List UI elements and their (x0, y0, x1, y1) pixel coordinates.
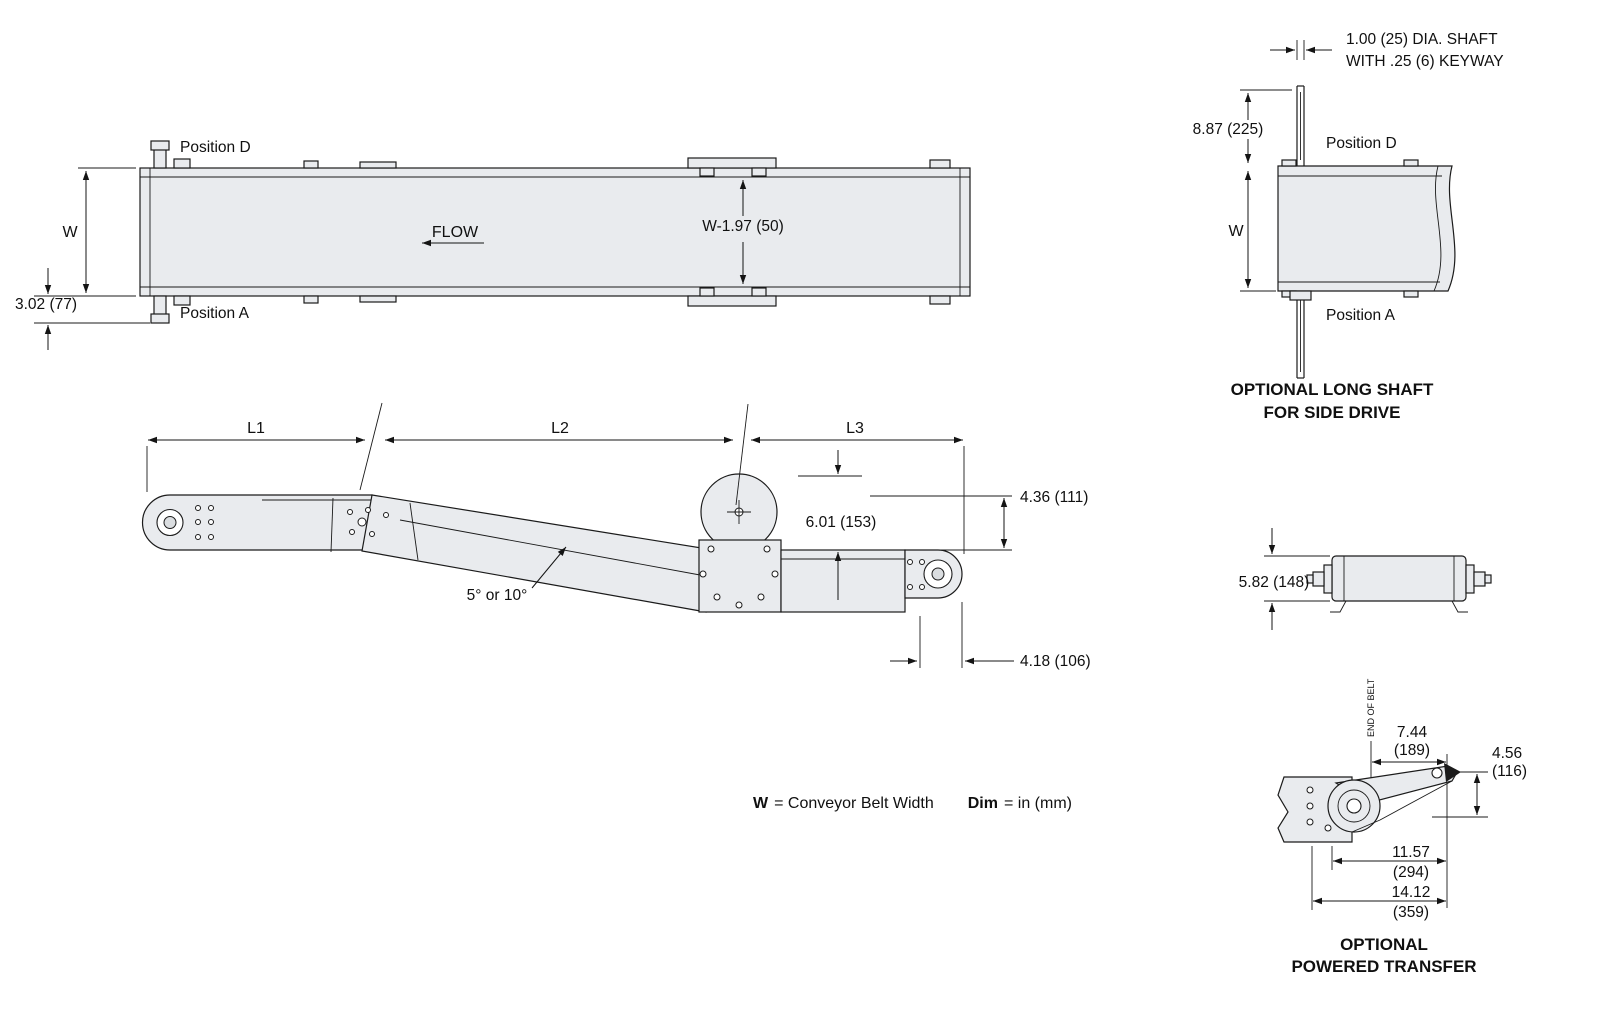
powered-transfer-view: END OF BELT 7.44 (189) 4.56 (116) 11.57 … (1277, 678, 1527, 976)
legend-dim-def: = in (mm) (1004, 795, 1072, 812)
side-drive-caption-line1: OPTIONAL LONG SHAFT (1231, 380, 1434, 399)
shaft-note-line1: 1.00 (25) DIA. SHAFT (1346, 31, 1498, 48)
legend-text: W = Conveyor Belt Width Dim = in (mm) (753, 795, 1072, 812)
dim-l1: L1 (247, 420, 265, 437)
discharge-section (780, 549, 906, 613)
transfer-dim-a-in: 7.44 (1397, 724, 1428, 741)
legend: W = Conveyor Belt Width Dim = in (mm) (753, 795, 1072, 812)
legend-dim-term: Dim (968, 795, 998, 812)
belt-width-dim: W (62, 224, 78, 241)
angle-label: 5° or 10° (467, 587, 528, 604)
dim-l3: L3 (846, 420, 864, 437)
belt-width-dim-side: W (1228, 223, 1244, 240)
transfer-dim-d-mm: (359) (1393, 904, 1429, 921)
transfer-dim-b-mm: (116) (1492, 763, 1527, 780)
compact-body (1331, 555, 1467, 602)
legend-w-term: W (753, 795, 769, 812)
position-d-label: Position D (180, 139, 251, 156)
incline-section (361, 494, 715, 613)
transfer-tip (1444, 763, 1461, 782)
conveyor-top-view: Position D Position A W 3.02 (77) FLOW W… (15, 139, 971, 350)
transfer-height-dim: 6.01 (153) (806, 514, 877, 531)
compact-height-dim: 5.82 (148) (1239, 574, 1310, 591)
conveyor-end-body (1277, 165, 1456, 292)
powered-transfer-caption-line1: OPTIONAL (1340, 935, 1428, 954)
compact-side-view: 5.82 (148) (1239, 528, 1492, 630)
position-a-label-side: Position A (1326, 307, 1396, 324)
shaft-stub-position-d (150, 140, 170, 169)
inner-width-dim: W-1.97 (50) (702, 218, 784, 235)
side-drive-view: 1.00 (25) DIA. SHAFT WITH .25 (6) KEYWAY… (1191, 31, 1504, 422)
legend-w-def: = Conveyor Belt Width (774, 795, 934, 812)
belt-body (139, 167, 971, 297)
transfer-dim-c-mm: (294) (1393, 864, 1429, 881)
shaft-offset-dim: 3.02 (77) (15, 296, 77, 313)
incline-side-view: L1 L2 L3 6.01 (153) 4.36 (111) 5° or 10°… (141, 402, 1091, 670)
end-of-belt-label: END OF BELT (1366, 678, 1376, 737)
shaft-stub-position-a (150, 295, 170, 324)
transfer-dim-a-mm: (189) (1394, 742, 1430, 759)
shaft-note-line2: WITH .25 (6) KEYWAY (1346, 53, 1504, 70)
transfer-dim-d-in: 14.12 (1392, 884, 1431, 901)
shaft-length-dim: 8.87 (225) (1193, 121, 1264, 138)
end-length-dim: 4.18 (106) (1020, 653, 1091, 670)
position-d-label-side: Position D (1326, 135, 1397, 152)
side-drive-caption-line2: FOR SIDE DRIVE (1264, 403, 1401, 422)
powered-transfer-caption-line2: POWERED TRANSFER (1291, 957, 1476, 976)
transfer-dim-b-in: 4.56 (1492, 745, 1522, 762)
transfer-dim-c-in: 11.57 (1392, 844, 1430, 861)
flow-label: FLOW (432, 224, 479, 241)
dim-l2: L2 (551, 420, 569, 437)
discharge-height-dim: 4.36 (111) (1020, 489, 1088, 506)
position-a-label: Position A (180, 305, 250, 322)
